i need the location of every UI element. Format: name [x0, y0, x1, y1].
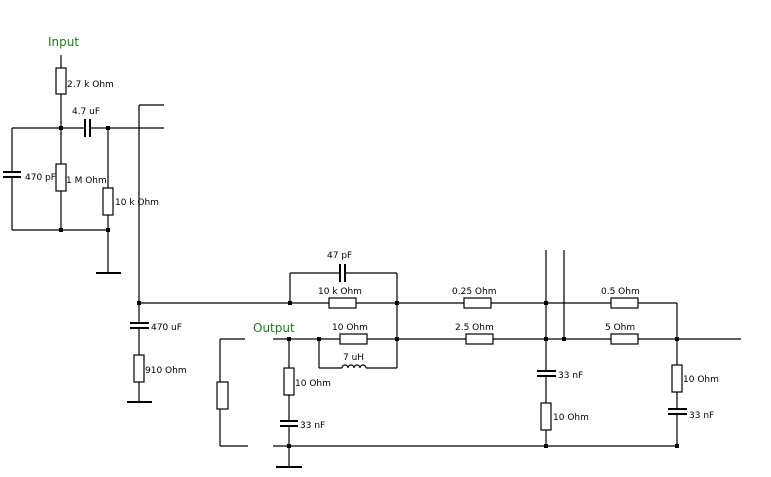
inductor-7uh	[341, 364, 367, 369]
resistor-10k-a	[102, 187, 114, 216]
resistor-10-left	[283, 367, 295, 396]
label-c-33nf-right: 33 nF	[689, 411, 714, 421]
resistor-910	[133, 354, 145, 383]
label-c-coupling: 4.7 uF	[72, 107, 100, 117]
label-l-7uh: 7 uH	[343, 353, 364, 363]
resistor-10-top	[339, 333, 368, 345]
input-stage	[3, 55, 164, 274]
label-r-10k-a: 10 k Ohm	[115, 198, 159, 208]
resistor-10-mid	[540, 402, 552, 431]
input-label: Input	[48, 35, 79, 49]
label-r-10-mid: 10 Ohm	[553, 413, 589, 423]
label-r-10-top: 10 Ohm	[332, 323, 368, 333]
label-c-33nf-left: 33 nF	[300, 421, 325, 431]
resistor-1m	[55, 163, 67, 192]
label-r-910: 910 Ohm	[145, 366, 187, 376]
resistor-05	[610, 297, 639, 309]
mid-network	[537, 250, 565, 446]
right-zobel	[668, 339, 687, 446]
label-r-1m: 1 M Ohm	[66, 176, 107, 186]
label-c-470pf: 470 pF	[25, 173, 56, 183]
label-r-025: 0.25 Ohm	[452, 287, 496, 297]
resistor-025	[463, 297, 492, 309]
resistor-5	[610, 333, 639, 345]
label-r-input: 2.7 k Ohm	[67, 80, 114, 90]
label-r-05: 0.5 Ohm	[601, 287, 640, 297]
resistor-input	[55, 67, 67, 95]
output-load	[216, 338, 679, 468]
label-r-10-left: 10 Ohm	[295, 379, 331, 389]
label-c-33nf-mid: 33 nF	[558, 371, 583, 381]
bias-network	[127, 104, 164, 403]
lower-rail	[273, 333, 741, 369]
label-r-5: 5 Ohm	[605, 323, 635, 333]
label-r-10k-b: 10 k Ohm	[318, 287, 362, 297]
label-c-470uf: 470 uF	[151, 323, 182, 333]
upper-rail	[139, 264, 678, 368]
resistor-25	[465, 333, 494, 345]
resistor-10-right	[671, 364, 683, 393]
output-label: Output	[253, 321, 295, 335]
resistor-10k-b	[328, 297, 357, 309]
speaker-load	[216, 381, 229, 410]
label-r-10-right: 10 Ohm	[683, 375, 719, 385]
label-r-25: 2.5 Ohm	[455, 323, 494, 333]
label-c-47pf: 47 pF	[327, 251, 352, 261]
